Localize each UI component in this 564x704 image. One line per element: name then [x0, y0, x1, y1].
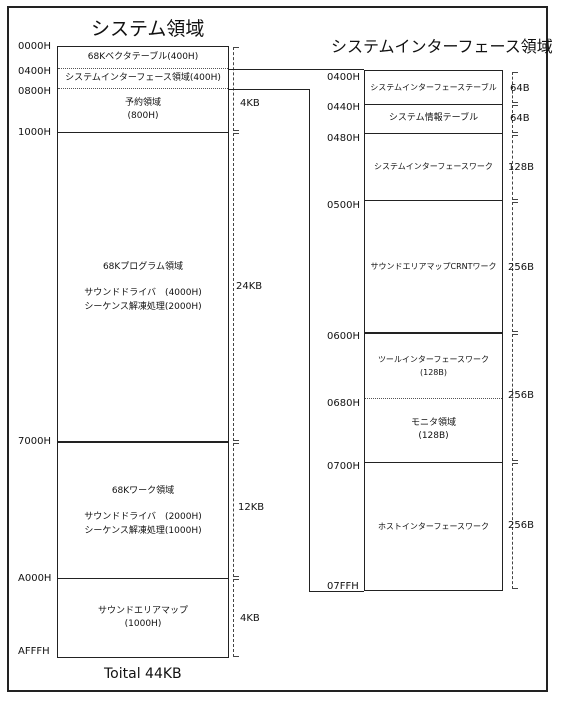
right-size-label: 64B — [510, 83, 530, 94]
size-brace — [512, 105, 518, 133]
left-address: A000H — [18, 573, 52, 584]
left-address: 0800H — [18, 86, 51, 97]
right-size-label: 64B — [510, 113, 530, 124]
right-address: 07FFH — [327, 581, 359, 592]
left-address: 0000H — [18, 41, 51, 52]
figure-frame — [7, 6, 548, 692]
memory-block-monitor-area: モニタ領域 (128B) — [410, 418, 456, 441]
right-address: 0400H — [327, 72, 360, 83]
left-size-label: 4KB — [240, 613, 260, 624]
memory-block-host-interface-work: ホストインターフェースワーク — [377, 521, 490, 531]
left-address: 7000H — [18, 436, 51, 447]
size-brace — [512, 334, 518, 461]
left-size-label: 12KB — [238, 502, 265, 513]
memory-block-68k-vector-table: 68Kベクタテーブル(400H) — [87, 52, 199, 62]
memory-block-tool-interface-work: ツールインターフェースワーク (128B) — [377, 355, 490, 377]
right-address: 0600H — [327, 331, 360, 342]
expansion-line-vertical — [309, 89, 310, 591]
expansion-line-bottom — [229, 89, 309, 90]
size-brace — [233, 133, 239, 441]
left-address: 0400H — [18, 66, 51, 77]
memory-block-68k-program: 68Kプログラム領域 サウンドドライバ (4000H) シーケンス解凍処理(20… — [84, 262, 202, 312]
right-size-label: 128B — [508, 162, 534, 173]
right-address: 0500H — [327, 200, 360, 211]
memory-block-system-info-table: システム情報テーブル — [388, 113, 479, 123]
memory-block-sound-area-map-crnt-work: サウンドエリアマップCRNTワーク — [370, 261, 497, 271]
system-interface-memory-map: システムインターフェーステーブル システム情報テーブル システムインターフェース… — [364, 70, 503, 591]
size-brace — [233, 579, 239, 657]
memory-block-system-interface-work: システムインターフェースワーク — [374, 162, 493, 171]
left-size-label: 4KB — [240, 98, 260, 109]
right-size-label: 256B — [508, 262, 534, 273]
memory-block-system-interface-table: システムインターフェーステーブル — [370, 83, 497, 92]
right-size-label: 256B — [508, 520, 534, 531]
left-address: AFFFH — [18, 646, 50, 657]
size-brace — [233, 443, 239, 577]
total-size-label: Toital 44KB — [104, 666, 182, 682]
right-address: 0480H — [327, 133, 360, 144]
left-size-label: 24KB — [236, 281, 263, 292]
memory-block-system-interface-area: システムインターフェース領域(400H) — [65, 72, 221, 83]
size-brace — [512, 135, 518, 200]
system-interface-area-title: システムインターフェース領域 — [331, 37, 553, 56]
right-address: 0700H — [327, 461, 360, 472]
right-size-label: 256B — [508, 390, 534, 401]
right-address: 0440H — [327, 102, 360, 113]
expansion-line-top — [229, 69, 364, 70]
memory-block-reserved: 予約領域 (800H) — [124, 98, 161, 121]
size-brace — [512, 463, 518, 589]
size-brace — [512, 202, 518, 332]
system-area-memory-map: 68Kベクタテーブル(400H) システムインターフェース領域(400H) 予約… — [57, 46, 229, 658]
memory-block-68k-work: 68Kワーク領域 サウンドドライバ (2000H) シーケンス解凍処理(1000… — [84, 485, 202, 536]
expansion-line-end — [309, 591, 364, 592]
right-address: 0680H — [327, 398, 360, 409]
size-brace — [512, 72, 518, 103]
system-area-title: システム領域 — [91, 18, 205, 40]
left-address: 1000H — [18, 127, 51, 138]
memory-block-sound-area-map: サウンドエリアマップ (1000H) — [97, 606, 188, 629]
